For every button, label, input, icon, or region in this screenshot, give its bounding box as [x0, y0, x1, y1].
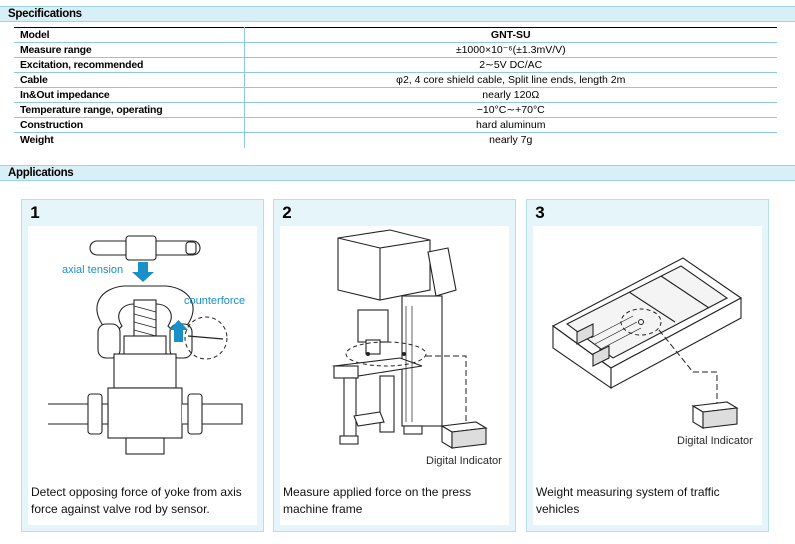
- spec-label-measure-range: Measure range: [14, 42, 245, 58]
- panel-caption: Detect opposing force of yoke from axis …: [31, 485, 242, 516]
- panel-content: Digital Indicator Measure applied force …: [280, 226, 509, 525]
- weighbridge-illustration: Digital Indicator: [551, 257, 753, 447]
- spec-value-construction: hard aluminum: [244, 117, 777, 133]
- spec-label-cable: Cable: [14, 72, 245, 88]
- counter-arrow-head: [169, 320, 188, 330]
- applications-title: Applications: [8, 167, 74, 179]
- spec-value-weight: nearly 7g: [489, 134, 533, 147]
- table-row: Measure range ±1000×10⁻⁶(±1.3mV/V): [14, 42, 777, 58]
- application-panel-1: 1: [21, 199, 264, 532]
- spec-label-model: Model: [14, 27, 245, 43]
- digital-indicator-label: Digital Indicator: [426, 455, 502, 467]
- table-row: Excitation, recommended 2∼5V DC/AC: [14, 57, 777, 73]
- valve-illustration: axial tension counterforce: [48, 235, 245, 455]
- spec-value-excitation: 2∼5V DC/AC: [244, 57, 777, 73]
- spec-value-impedance: nearly 120Ω: [244, 87, 777, 103]
- table-row: Temperature range, operating −10°C∼+70°C: [14, 102, 777, 118]
- press-illustration: Digital Indicator: [331, 229, 502, 467]
- axial-tension-label: axial tension: [62, 264, 123, 276]
- application-panel-2: 2: [273, 199, 516, 532]
- table-row: Model GNT-SU: [14, 27, 777, 43]
- specifications-table: Model GNT-SU Measure range ±1000×10⁻⁶(±1…: [14, 27, 777, 148]
- table-row: In&Out impedance nearly 120Ω: [14, 87, 777, 103]
- counter-arrow-shaft: [174, 330, 183, 342]
- panel-content: Digital Indicator Weight measuring syste…: [533, 226, 762, 525]
- spec-label-weight: Weight: [14, 132, 245, 148]
- panel-number: 1: [30, 203, 40, 222]
- spec-label-impedance: In&Out impedance: [14, 87, 245, 103]
- panel-number: 3: [535, 203, 545, 222]
- panel-number: 2: [282, 203, 292, 222]
- applications-header: Applications: [0, 165, 795, 181]
- specifications-header: Specifications: [0, 6, 795, 22]
- spec-value-temperature: −10°C∼+70°C: [244, 102, 777, 118]
- spec-value-measure-range: ±1000×10⁻⁶(±1.3mV/V): [244, 42, 777, 58]
- specifications-title: Specifications: [8, 8, 82, 20]
- table-row: Weight nearly 7g: [14, 132, 777, 148]
- table-row: Cable φ2, 4 core shield cable, Split lin…: [14, 72, 777, 88]
- panel-caption: Weight measuring system of traffic vehic…: [536, 485, 720, 516]
- spec-value-model: GNT-SU: [244, 27, 777, 43]
- panel-caption: Measure applied force on the press machi…: [283, 485, 472, 516]
- application-panel-3: 3: [526, 199, 769, 532]
- panel-content: axial tension counterforce Detect opposi…: [28, 226, 257, 525]
- digital-indicator-label: Digital Indicator: [677, 435, 753, 447]
- spec-value-cable: φ2, 4 core shield cable, Split line ends…: [244, 72, 777, 88]
- spec-label-construction: Construction: [14, 117, 245, 133]
- counterforce-label: counterforce: [184, 295, 245, 307]
- spec-label-temperature: Temperature range, operating: [14, 102, 245, 118]
- axial-arrow-shaft: [138, 262, 148, 272]
- spec-label-excitation: Excitation, recommended: [14, 57, 245, 73]
- table-row: Construction hard aluminum: [14, 117, 777, 133]
- axial-arrow-head: [132, 272, 154, 282]
